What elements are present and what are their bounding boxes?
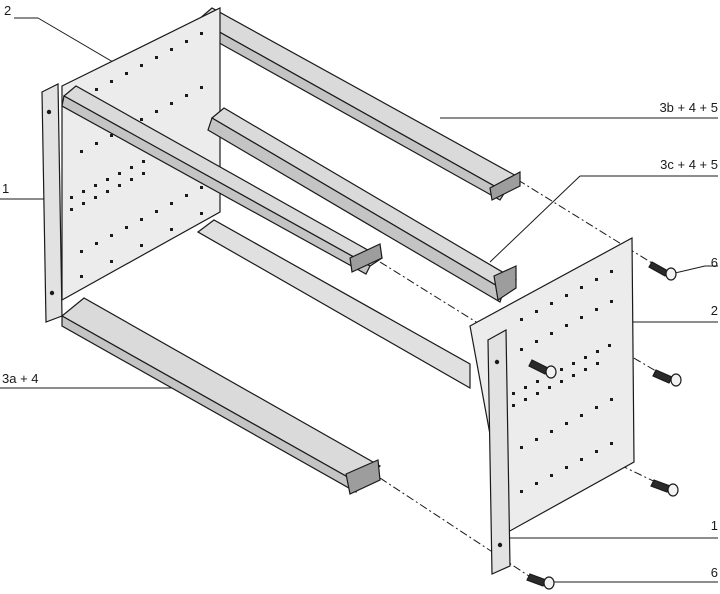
callout-right-1: 1 — [710, 518, 718, 533]
bottom-rail-end — [345, 459, 381, 495]
bottom-rail-face — [61, 314, 361, 493]
callout-right-3c45: 3c + 4 + 5 — [660, 157, 718, 172]
callout-right-6-bottom: 6 — [710, 565, 718, 580]
middle-rail — [207, 107, 518, 303]
left-flange-face — [41, 83, 63, 323]
leader-right-3c45-diag — [489, 175, 581, 263]
callout-left-1: 1 — [2, 181, 10, 196]
dash-top-rail — [517, 179, 661, 269]
screw-icon — [650, 479, 679, 497]
callout-right-3b45: 3b + 4 + 5 — [659, 100, 718, 115]
right-flange-hole-top — [494, 359, 500, 365]
left-panel-holes — [70, 32, 203, 278]
rear-top-rail-end — [489, 171, 521, 201]
left-flange-hole-top — [46, 109, 52, 115]
left-flange-hole-bottom — [49, 290, 55, 296]
left-side-panel-face — [61, 7, 221, 302]
lower-rear-rail-body — [196, 219, 471, 390]
right-panel-holes — [512, 270, 613, 493]
callout-right-2: 2 — [710, 303, 718, 318]
middle-rail-end — [493, 265, 517, 302]
dash-bottom-rail — [379, 477, 536, 581]
screw-icon — [528, 359, 557, 379]
screw-icon — [526, 573, 555, 590]
screw-icon — [648, 261, 677, 281]
rear-top-rail-body — [196, 7, 522, 193]
front-top-rail-end — [349, 243, 383, 273]
screw-icon — [652, 369, 682, 387]
lower-rear-rail — [196, 219, 471, 390]
left-front-flange — [41, 83, 63, 323]
front-top-rail-face — [61, 95, 371, 275]
left-side-panel — [61, 7, 221, 302]
bottom-rail-body — [60, 297, 382, 485]
rear-top-rail — [195, 7, 522, 201]
rear-top-rail-face — [195, 19, 506, 201]
right-front-flange — [487, 328, 511, 575]
front-top-rail — [61, 85, 384, 275]
right-flange-hole-bottom — [497, 542, 503, 548]
callout-right-6-top: 6 — [710, 255, 718, 270]
callout-top-left-2: 2 — [4, 3, 12, 18]
callout-left-3a4: 3a + 4 — [2, 371, 39, 386]
right-flange-face — [487, 328, 511, 575]
screws — [526, 261, 682, 590]
dash-right-screw — [619, 349, 669, 379]
bottom-front-rail — [60, 297, 382, 495]
middle-rail-face — [207, 117, 505, 303]
leader-right-6-top-diag — [674, 265, 706, 274]
